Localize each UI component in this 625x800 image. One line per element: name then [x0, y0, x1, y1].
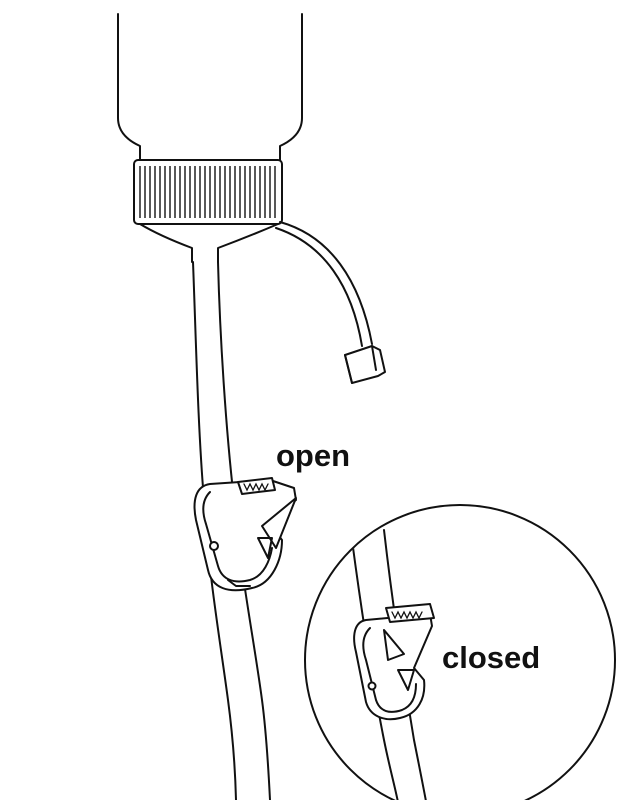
bottle-cap — [133, 159, 283, 225]
air-vent-line — [275, 221, 386, 384]
label-closed: closed — [442, 640, 540, 675]
clamp-closed — [353, 603, 435, 721]
funnel-neck — [139, 223, 279, 263]
clamp-open — [193, 477, 297, 592]
detail-circle — [304, 504, 616, 800]
bottle — [117, 13, 303, 163]
label-open: open — [276, 438, 350, 473]
